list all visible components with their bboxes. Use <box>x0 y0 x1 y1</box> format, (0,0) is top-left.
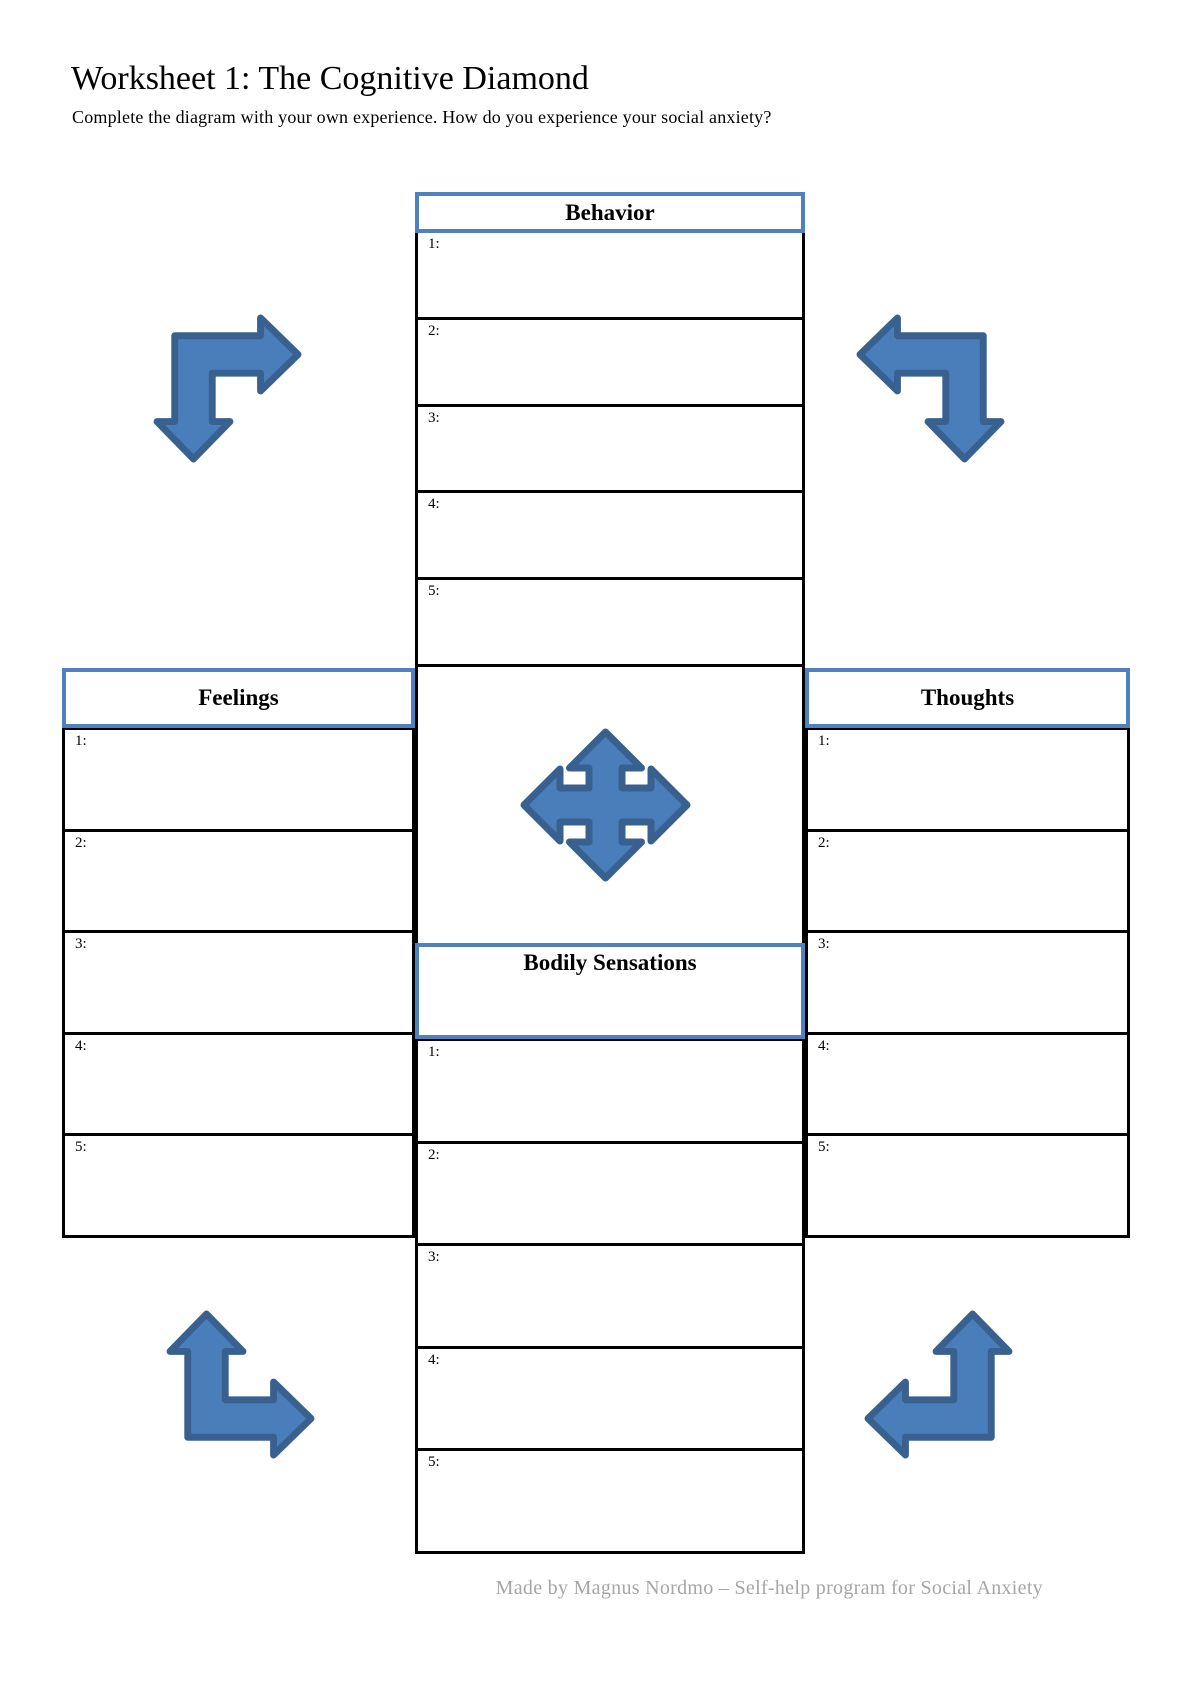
behavior-row-1: 1: <box>418 233 802 320</box>
behavior-rows: 1: 2: 3: 4: 5: <box>415 230 805 667</box>
thoughts-row-4: 4: <box>808 1035 1127 1137</box>
thoughts-row-1: 1: <box>808 730 1127 832</box>
bent-arrow-top-left-icon <box>153 314 302 463</box>
behavior-row-5: 5: <box>428 583 440 600</box>
bodily-sensations-row-5: 5: <box>428 1454 440 1471</box>
thoughts-row-3: 3: <box>808 933 1127 1035</box>
feelings-row-4: 4: <box>65 1035 412 1137</box>
feelings-panel-title: Feelings <box>198 685 279 710</box>
bent-arrow-top-right-icon <box>856 314 1005 463</box>
behavior-row-4: 4: <box>418 493 802 581</box>
center-column-gap <box>415 660 805 945</box>
behavior-panel-header: Behavior <box>415 192 805 233</box>
behavior-panel-title: Behavior <box>565 199 655 225</box>
thoughts-rows: 1: 2: 3: 4: 5: <box>805 727 1130 1238</box>
bodily-sensations-panel-title: Bodily Sensations <box>523 950 697 975</box>
bodily-sensations-row-2: 2: <box>418 1144 802 1247</box>
bodily-sensations-row-3: 3: <box>418 1246 802 1349</box>
page-subtitle: Complete the diagram with your own exper… <box>72 107 772 127</box>
page-title: Worksheet 1: The Cognitive Diamond <box>71 60 589 97</box>
feelings-panel-header: Feelings <box>62 668 415 728</box>
feelings-row-3: 3: <box>65 933 412 1035</box>
feelings-row-2: 2: <box>65 832 412 934</box>
feelings-rows: 1: 2: 3: 4: 5: <box>62 727 415 1238</box>
feelings-row-1: 1: <box>65 730 412 832</box>
thoughts-panel-header: Thoughts <box>805 668 1130 728</box>
feelings-row-5: 5: <box>75 1139 87 1156</box>
behavior-row-3: 3: <box>418 407 802 494</box>
behavior-row-2: 2: <box>418 320 802 407</box>
bodily-sensations-row-1: 1: <box>418 1041 802 1144</box>
bodily-sensations-row-4: 4: <box>418 1349 802 1452</box>
four-way-arrow-icon <box>520 728 691 882</box>
bent-arrow-bottom-left-icon <box>166 1310 315 1459</box>
thoughts-row-5: 5: <box>818 1139 830 1156</box>
page-footer-credit: Made by Magnus Nordmo – Self-help progra… <box>495 1577 1043 1599</box>
thoughts-panel-title: Thoughts <box>920 685 1015 710</box>
bent-arrow-bottom-right-icon <box>864 1310 1013 1459</box>
thoughts-row-2: 2: <box>808 832 1127 934</box>
bodily-sensations-rows: 1: 2: 3: 4: 5: <box>415 1038 805 1554</box>
bodily-sensations-panel-header: Bodily Sensations <box>415 943 805 1039</box>
